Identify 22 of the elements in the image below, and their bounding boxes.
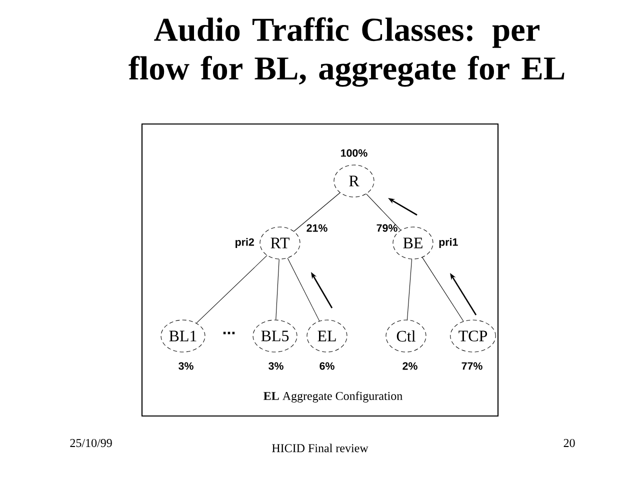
percent-label: 100% xyxy=(341,149,368,157)
percent-label: 6% xyxy=(320,362,334,370)
page-number: 20 xyxy=(564,438,575,448)
percent-label: pri1 xyxy=(439,238,458,248)
tree-line xyxy=(287,258,320,322)
percent-label: 77% xyxy=(462,362,482,370)
footer-text: HICID Final review xyxy=(272,444,368,452)
percent-label: 21% xyxy=(306,224,328,232)
tree-line xyxy=(276,258,280,320)
tree-line xyxy=(422,257,464,322)
percent-label: 3% xyxy=(178,362,194,370)
footer-date: 25/10/99 xyxy=(70,438,112,448)
tree-line xyxy=(294,192,340,232)
tree-line xyxy=(406,258,412,320)
percent-label: 3% xyxy=(268,362,284,370)
percent-label: pri2 xyxy=(236,238,254,248)
percent-label: 2% xyxy=(402,362,418,370)
tree-line xyxy=(196,255,268,324)
slide-title: Audio Traffic Classes: per flow for BL, aggregate for EL xyxy=(128,17,564,87)
figure-caption: EL Aggregate Configuration xyxy=(264,392,402,403)
tree-line xyxy=(366,194,401,230)
dots: ... xyxy=(223,332,235,334)
